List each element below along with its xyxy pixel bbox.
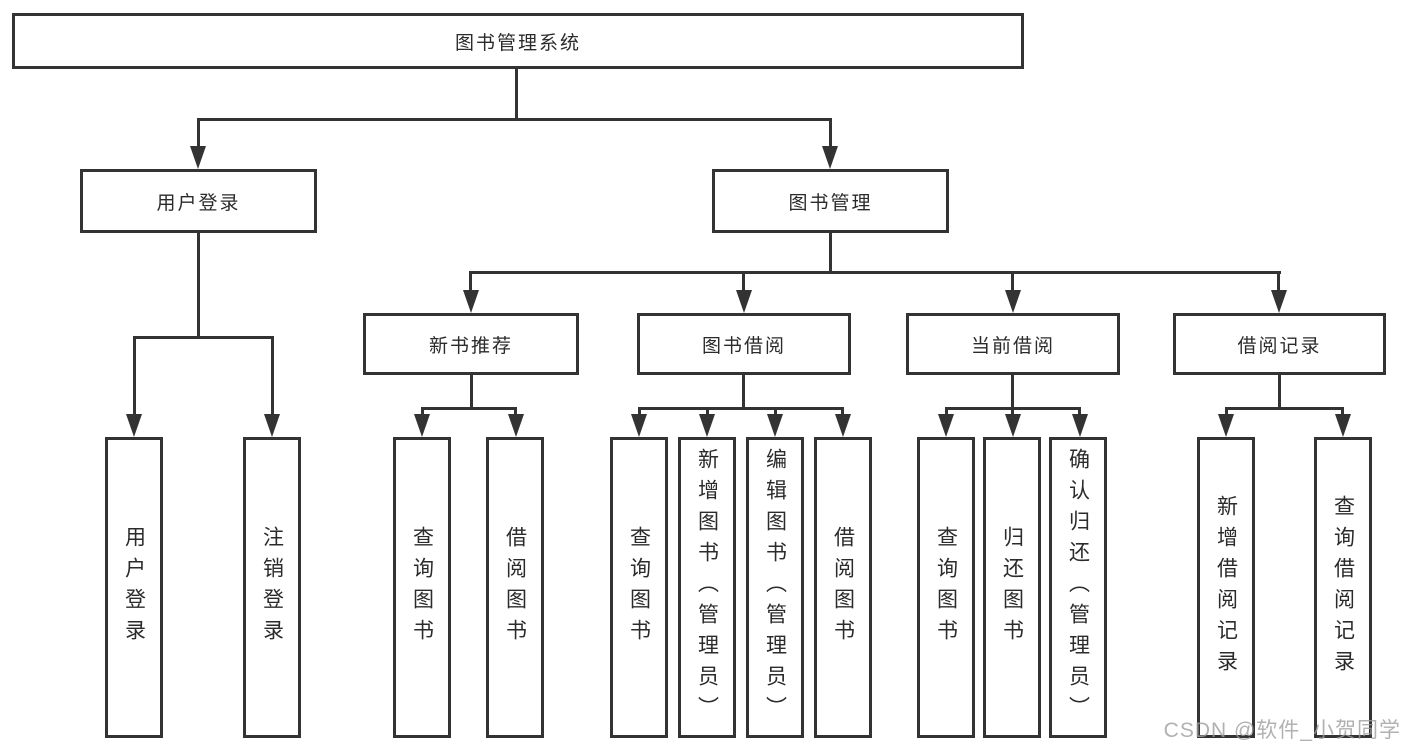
node-leaf-add-borrow-record: 新增借阅记录 xyxy=(1197,437,1255,738)
edge-drop-leaf xyxy=(1078,407,1081,417)
node-leaf-label: 查询借阅记录 xyxy=(1331,494,1355,681)
edge-root-rail xyxy=(197,118,832,121)
node-leaf-query-book-recommend: 查询图书 xyxy=(393,437,451,738)
arrow-down-icon xyxy=(463,290,479,313)
edge-user-login-rail xyxy=(133,336,274,339)
edge-drop-leaf xyxy=(638,407,641,417)
edge-drop-book-management xyxy=(829,118,832,147)
edge-drop-current xyxy=(1011,271,1014,291)
edge-book-borrow-rail xyxy=(638,407,844,410)
node-leaf-borrow-book: 借阅图书 xyxy=(814,437,872,738)
arrow-down-icon xyxy=(736,290,752,313)
node-user-login: 用户登录 xyxy=(80,169,317,233)
csdn-watermark: CSDN @软件_小贺同学 xyxy=(1163,719,1401,742)
arrow-down-icon xyxy=(1072,414,1088,437)
arrow-down-icon xyxy=(822,146,838,169)
node-leaf-label: 新增图书（管理员） xyxy=(695,448,719,727)
edge-drop-records xyxy=(1277,271,1280,291)
edge-book-borrow-stem xyxy=(742,375,745,408)
arrow-down-icon xyxy=(508,414,524,437)
node-leaf-label: 用户登录 xyxy=(122,525,146,650)
node-leaf-label: 编辑图书（管理员） xyxy=(763,448,787,727)
node-leaf-edit-book-admin: 编辑图书（管理员） xyxy=(746,437,804,738)
node-leaf-confirm-return-admin: 确认归还（管理员） xyxy=(1049,437,1107,738)
edge-borrow-records-rail xyxy=(1225,407,1344,410)
node-current-borrow: 当前借阅 xyxy=(906,313,1120,375)
node-leaf-query-borrow-record: 查询借阅记录 xyxy=(1314,437,1372,738)
edge-drop-new-book xyxy=(469,271,472,291)
node-root-label: 图书管理系统 xyxy=(454,32,581,54)
edge-drop-leaf xyxy=(774,407,777,417)
arrow-down-icon xyxy=(1218,414,1234,437)
edge-borrow-records-stem xyxy=(1278,375,1281,408)
node-leaf-label: 查询图书 xyxy=(627,525,651,650)
arrow-down-icon xyxy=(1335,414,1351,437)
node-new-book-recommend: 新书推荐 xyxy=(363,313,579,375)
arrow-down-icon xyxy=(264,414,280,437)
edge-root-stem xyxy=(515,69,518,119)
edge-drop-leaf xyxy=(1225,407,1228,417)
arrow-down-icon xyxy=(631,414,647,437)
node-borrow-records-label: 借阅记录 xyxy=(1237,335,1322,357)
arrow-down-icon xyxy=(1271,290,1287,313)
edge-drop-leaf xyxy=(841,407,844,417)
node-leaf-logout: 注销登录 xyxy=(243,437,301,738)
node-leaf-label: 注销登录 xyxy=(260,525,284,650)
node-leaf-user-login: 用户登录 xyxy=(105,437,163,738)
node-book-management-label: 图书管理 xyxy=(788,192,873,214)
arrow-down-icon xyxy=(938,414,954,437)
node-book-management: 图书管理 xyxy=(712,169,949,233)
node-leaf-label: 归还图书 xyxy=(1000,525,1024,650)
node-leaf-label: 借阅图书 xyxy=(831,525,855,650)
node-leaf-add-book-admin: 新增图书（管理员） xyxy=(678,437,736,738)
edge-drop-leaf xyxy=(1341,407,1344,417)
node-leaf-label: 确认归还（管理员） xyxy=(1066,448,1090,727)
edge-new-book-stem xyxy=(470,375,473,408)
edge-drop-leaf xyxy=(1011,407,1014,417)
node-book-borrow: 图书借阅 xyxy=(637,313,851,375)
node-leaf-query-book-borrow: 查询图书 xyxy=(610,437,668,738)
edge-book-management-stem xyxy=(829,233,832,273)
node-new-book-recommend-label: 新书推荐 xyxy=(428,335,513,357)
arrow-down-icon xyxy=(1005,290,1021,313)
edge-drop-logout-leaf xyxy=(271,336,274,415)
edge-book-management-rail xyxy=(470,271,1281,274)
edge-new-book-rail xyxy=(421,407,517,410)
node-borrow-records: 借阅记录 xyxy=(1173,313,1386,375)
arrow-down-icon xyxy=(1005,414,1021,437)
edge-drop-leaf xyxy=(706,407,709,417)
edge-drop-leaf xyxy=(514,407,517,417)
edge-drop-leaf xyxy=(945,407,948,417)
edge-drop-login-leaf xyxy=(133,336,136,415)
edge-drop-borrow xyxy=(742,271,745,291)
edge-current-borrow-stem xyxy=(1011,375,1014,408)
node-leaf-return-book: 归还图书 xyxy=(983,437,1041,738)
node-leaf-borrow-book-recommend: 借阅图书 xyxy=(486,437,544,738)
node-leaf-label: 借阅图书 xyxy=(503,525,527,650)
edge-user-login-stem xyxy=(197,233,200,337)
node-leaf-query-book-current: 查询图书 xyxy=(917,437,975,738)
node-root: 图书管理系统 xyxy=(12,13,1024,69)
node-leaf-label: 查询图书 xyxy=(934,525,958,650)
node-current-borrow-label: 当前借阅 xyxy=(970,335,1055,357)
arrow-down-icon xyxy=(190,146,206,169)
node-leaf-label: 查询图书 xyxy=(410,525,434,650)
node-leaf-label: 新增借阅记录 xyxy=(1214,494,1238,681)
edge-drop-user-login xyxy=(197,118,200,147)
node-book-borrow-label: 图书借阅 xyxy=(701,335,786,357)
arrow-down-icon xyxy=(414,414,430,437)
arrow-down-icon xyxy=(767,414,783,437)
edge-drop-leaf xyxy=(421,407,424,417)
arrow-down-icon xyxy=(699,414,715,437)
node-user-login-label: 用户登录 xyxy=(156,192,241,214)
arrow-down-icon xyxy=(126,414,142,437)
arrow-down-icon xyxy=(835,414,851,437)
